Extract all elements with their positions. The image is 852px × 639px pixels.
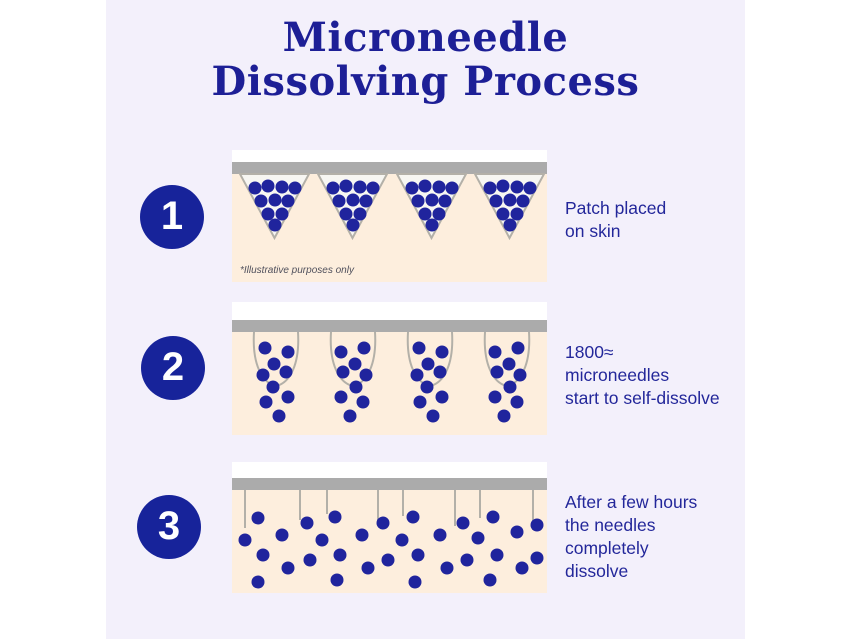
step-2-number-badge: 2 (141, 336, 205, 400)
step-1-number-badge: 1 (140, 185, 204, 249)
needles-dissolved-diagram (232, 462, 547, 593)
step-3-illustration (232, 462, 547, 593)
step-1-illustration: *Illustrative purposes only (232, 150, 547, 282)
patch-on-skin-diagram (232, 150, 547, 282)
step-3-number-badge: 3 (137, 495, 201, 559)
step-1-number: 1 (160, 194, 184, 238)
step-1-caption: Patch placed on skin (565, 198, 667, 241)
step-2-caption: 1800≈ microneedles start to self-dissolv… (565, 342, 720, 408)
needles-dissolving-diagram (232, 302, 547, 435)
step-3-number: 3 (157, 504, 181, 548)
step-2-number: 2 (161, 345, 185, 389)
illustrative-purposes-footnote: *Illustrative purposes only (240, 265, 354, 276)
infographic-card: Microneedle Dissolving Process 1 *Illust… (106, 0, 745, 639)
infographic-title: Microneedle Dissolving Process (211, 14, 640, 105)
step-3-caption: After a few hours the needles completely… (565, 492, 698, 581)
step-2-illustration (232, 302, 547, 435)
